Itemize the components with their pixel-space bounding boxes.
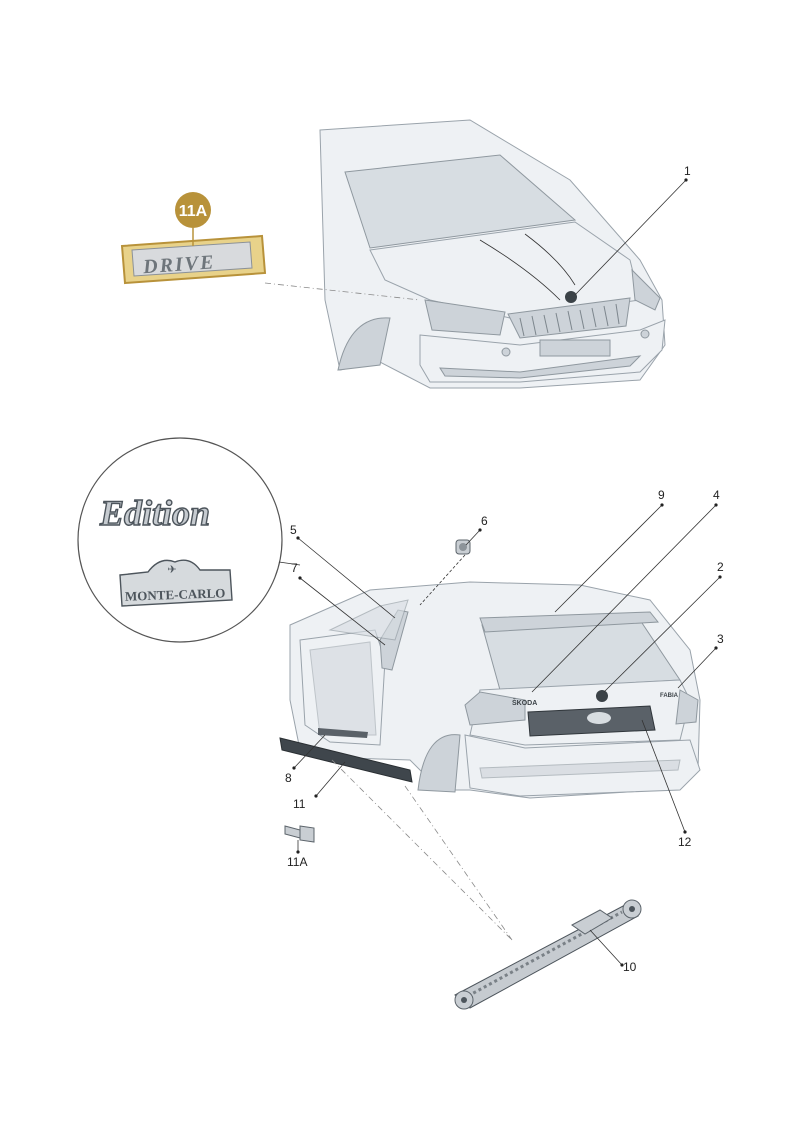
callout-6-label: 6 <box>481 514 488 528</box>
rear-car-illustration: ŠKODA FABIA <box>279 581 701 799</box>
drive-badge-part[interactable]: DRIVE <box>120 234 421 301</box>
rear-model-lettering: FABIA <box>660 693 679 699</box>
callout-11A-label: 11A <box>287 855 307 869</box>
callout-6[interactable]: 6 <box>419 514 488 606</box>
edition-badge[interactable]: Edition <box>98 492 210 533</box>
callout-13-label: 12 <box>678 835 692 849</box>
rear-logo-emblem <box>596 690 608 702</box>
callout-9[interactable]: 9 <box>554 488 665 613</box>
callout-12-badge <box>175 192 211 228</box>
clip-part[interactable] <box>455 539 471 555</box>
callout-4-label: 4 <box>713 488 720 502</box>
monte-carlo-badge-text: MONTE-CARLO <box>125 585 226 603</box>
callout-11-label: 11 <box>293 797 306 811</box>
front-car-illustration <box>319 119 666 389</box>
callout-9-label: 9 <box>658 488 665 502</box>
callout-11A[interactable]: 11A <box>287 840 307 869</box>
callout-7[interactable]: 7 <box>291 561 386 646</box>
front-logo-emblem <box>565 291 577 303</box>
callout-5-label: 5 <box>290 523 297 537</box>
edition-badge-text: Edition <box>99 493 210 533</box>
callout-1-label: 1 <box>684 164 691 178</box>
screw-part[interactable] <box>284 825 315 843</box>
svg-text:✈: ✈ <box>167 564 176 576</box>
callout-3-label: 3 <box>717 632 724 646</box>
emblem-detail-circle: Edition ✈ MONTE-CARLO <box>77 437 301 643</box>
callout-10-label: 10 <box>623 960 637 974</box>
strip-bar-part[interactable] <box>331 759 642 1010</box>
callout-7-label: 7 <box>291 561 298 575</box>
callout-11[interactable]: 11 <box>293 761 346 811</box>
sill-trim-part <box>279 737 413 783</box>
callout-2-label: 2 <box>717 560 724 574</box>
callout-5[interactable]: 5 <box>290 523 396 619</box>
callout-3[interactable]: 3 <box>677 632 724 689</box>
monte-carlo-badge[interactable]: ✈ MONTE-CARLO <box>119 559 233 607</box>
callout-12-label: 11A <box>179 203 208 220</box>
callout-8-label: 8 <box>285 771 292 785</box>
callout-2[interactable]: 2 <box>603 560 724 693</box>
door-sill-strip <box>318 728 368 738</box>
callout-13[interactable]: 12 <box>641 719 692 849</box>
callout-12[interactable]: 11A <box>175 192 211 246</box>
callout-8[interactable]: 8 <box>285 734 326 785</box>
drive-badge-plate <box>131 241 253 277</box>
callout-4[interactable]: 4 <box>531 488 720 693</box>
callout-10[interactable]: 10 <box>589 929 637 974</box>
drive-badge-text: DRIVE <box>141 251 216 278</box>
callout-1[interactable]: 1 <box>574 164 691 296</box>
rear-brand-lettering: ŠKODA <box>512 698 537 707</box>
